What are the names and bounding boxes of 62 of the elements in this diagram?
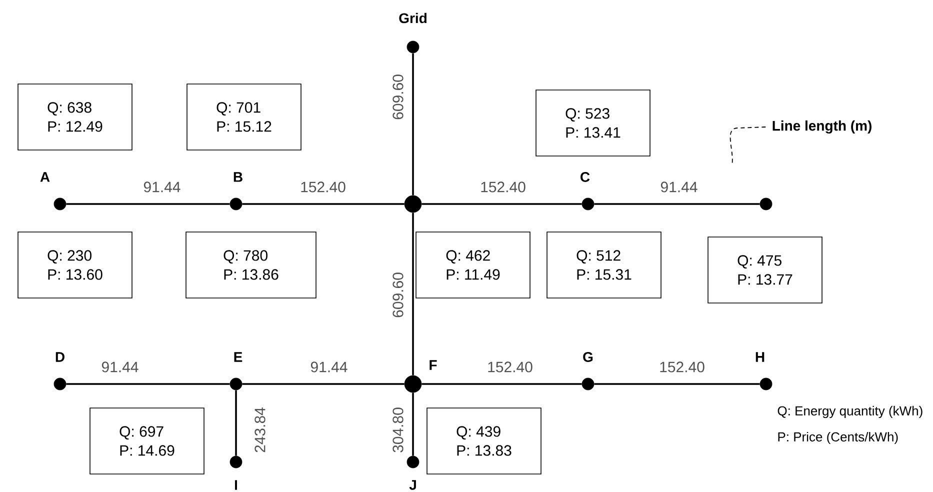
data-box: Q: 439 P: 13.83 (426, 408, 542, 474)
point-letter: G (583, 352, 593, 362)
line (422, 203, 582, 205)
length-label: 152.40 (488, 362, 532, 372)
junction-dot (230, 456, 242, 468)
data-box: Q: 462 P: 11.49 (416, 232, 530, 298)
line (412, 212, 414, 376)
length-label: 609.60 (392, 74, 404, 120)
point-letter: I (235, 480, 237, 490)
point-letter: F (430, 360, 437, 370)
data-box: Q: 697 P: 14.69 (90, 408, 204, 474)
junction-dot (760, 198, 772, 210)
junction-dot (582, 198, 594, 210)
point-letter: Grid (399, 12, 426, 24)
legend-text: Q: Energy quantity (kWh) (778, 406, 922, 418)
data-box: Q: 523 P: 13.41 (536, 90, 650, 156)
junction-dot (230, 378, 242, 390)
length-label: 91.44 (310, 362, 348, 372)
line (66, 383, 230, 385)
point-letter: D (56, 352, 64, 362)
junction-dot (582, 378, 594, 390)
length-label: 152.40 (301, 182, 346, 192)
data-box: Q: 701 P: 15.12 (186, 84, 302, 150)
line (242, 383, 404, 385)
junction-dot (404, 375, 422, 393)
length-label: 152.40 (481, 182, 526, 192)
line (242, 203, 404, 205)
junction-dot (406, 40, 420, 54)
line (422, 383, 582, 385)
length-label: 91.44 (144, 182, 180, 192)
data-box: Q: 780 P: 13.86 (186, 232, 316, 298)
line (412, 53, 414, 196)
junction-dot (406, 456, 420, 468)
point-letter: J (409, 480, 416, 490)
leader-line (730, 126, 766, 166)
line (412, 392, 414, 456)
length-label: 243.84 (254, 408, 266, 452)
length-label: 304.80 (392, 408, 404, 452)
length-label: 609.60 (392, 272, 404, 318)
junction-dot (230, 198, 242, 210)
junction-dot (54, 378, 66, 390)
length-label: 152.40 (660, 362, 704, 372)
length-label: 91.44 (102, 362, 138, 372)
line (66, 203, 230, 205)
junction-dot (760, 378, 772, 390)
point-letter: A (40, 172, 50, 182)
line (235, 390, 237, 456)
data-box: Q: 638 P: 12.49 (18, 84, 132, 150)
data-box: Q: 512 P: 15.31 (546, 232, 662, 298)
data-box: Q: 230 P: 13.60 (18, 232, 132, 298)
data-box: Q: 475 P: 13.77 (708, 236, 822, 304)
point-letter: H (756, 352, 764, 362)
point-letter: B (234, 172, 242, 182)
junction-dot (404, 195, 422, 213)
line (594, 383, 760, 385)
legend-text: P: Price (Cents/kWh) (778, 432, 898, 444)
length-label: 91.44 (660, 182, 698, 192)
line (594, 203, 760, 205)
annotation-text: Line length (m) (772, 120, 872, 134)
point-letter: E (234, 352, 242, 362)
point-letter: C (580, 172, 590, 182)
junction-dot (54, 198, 66, 210)
